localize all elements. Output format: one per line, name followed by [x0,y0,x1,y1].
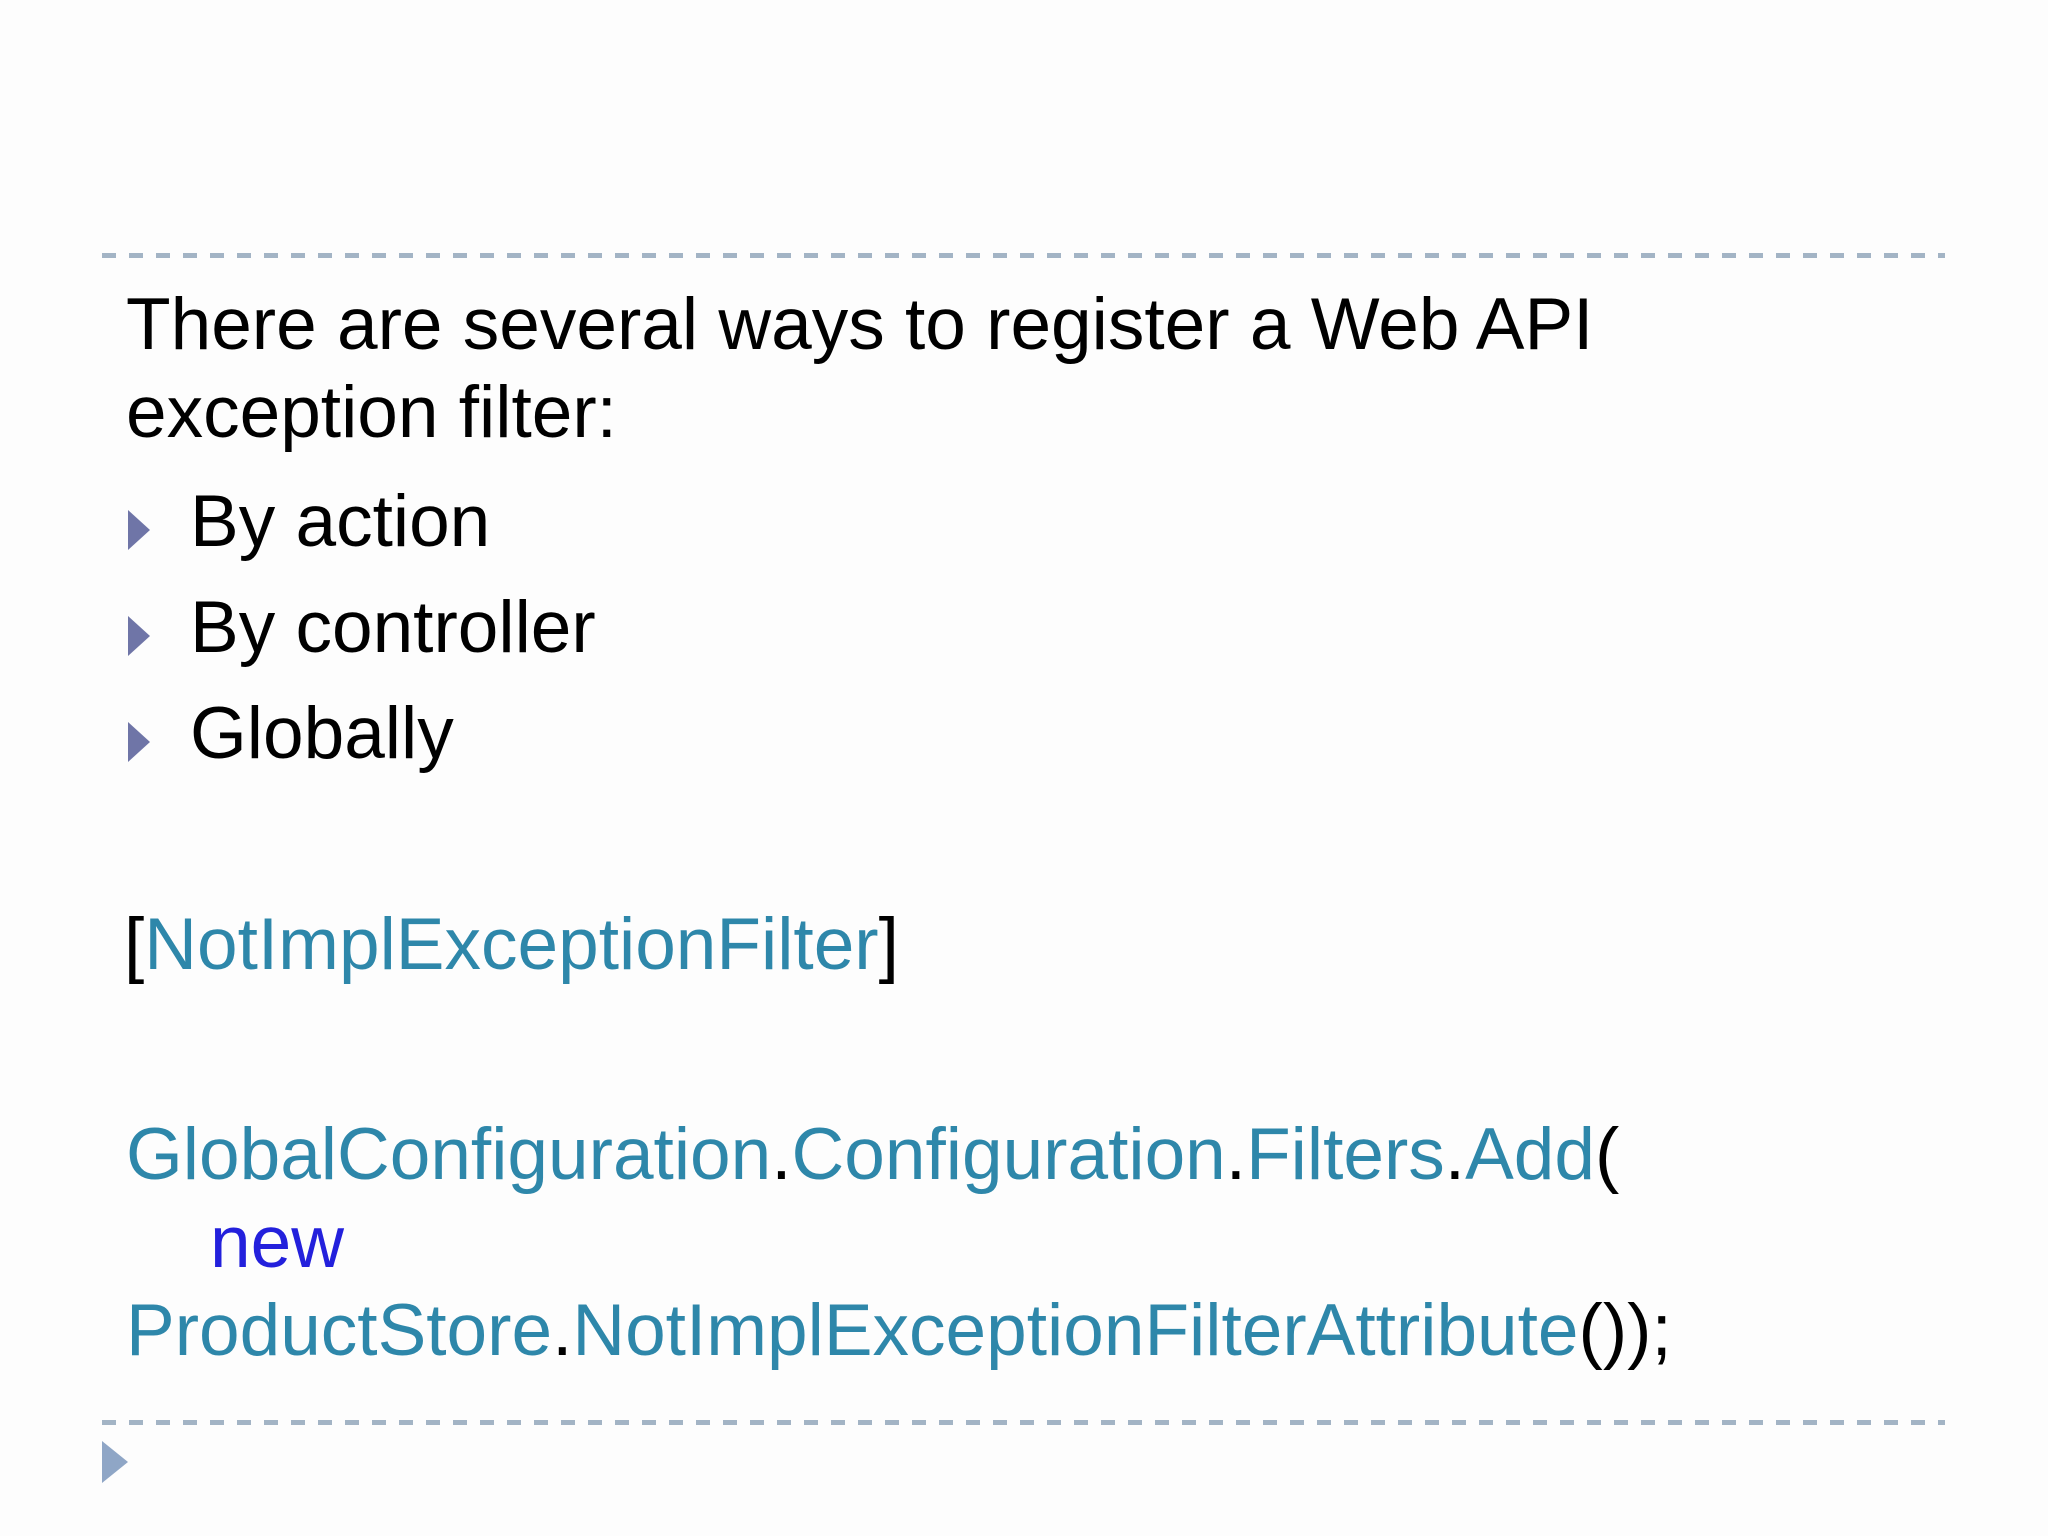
bullet-label: By controller [190,587,596,668]
bullet-label: By action [190,481,491,562]
code-token-dot: . [552,1290,573,1371]
top-dashed-divider [102,253,1945,258]
bullet-triangle-icon [128,722,150,762]
paragraph-line-1: There are several ways to register a Web… [126,284,1594,365]
filter-attribute-name: NotImplExceptionFilter [144,904,879,985]
code-token-configuration: Configuration [791,1114,1226,1195]
slide-text-block: There are several ways to register a Web… [126,281,1593,457]
code-line-1: GlobalConfiguration.Configuration.Filter… [126,1111,1672,1199]
code-line-3: ProductStore.NotImplExceptionFilterAttri… [126,1287,1672,1375]
bottom-dashed-divider [102,1420,1945,1425]
code-token-global-configuration: GlobalConfiguration [126,1114,772,1195]
bullet-triangle-icon [128,510,150,550]
bullet-list: By action By controller Globally [126,469,596,787]
bullet-item: By action [126,469,596,575]
footer-arrow-icon [102,1441,128,1483]
code-token-add: Add [1465,1114,1595,1195]
code-token-open-paren: ( [1594,1114,1620,1195]
attribute-code-line: [NotImplExceptionFilter] [124,901,899,989]
paragraph-line-2: exception filter: [126,372,617,453]
code-token-product-store: ProductStore [126,1290,553,1371]
bullet-triangle-icon [128,616,150,656]
code-token-dot: . [1225,1114,1247,1195]
code-token-close: ()); [1578,1290,1672,1371]
bullet-label: Globally [190,693,454,774]
code-keyword-new: new [210,1202,344,1283]
code-token-dot: . [771,1114,792,1195]
code-line-2: new [126,1199,1672,1287]
code-token-attribute-class: NotImplExceptionFilterAttribute [572,1290,1579,1371]
code-token-filters: Filters [1246,1114,1445,1195]
close-bracket: ] [878,904,899,985]
code-snippet: GlobalConfiguration.Configuration.Filter… [126,1111,1672,1375]
bullet-item: Globally [126,681,596,787]
code-token-dot: . [1444,1114,1466,1195]
open-bracket: [ [124,904,145,985]
bullet-item: By controller [126,575,596,681]
